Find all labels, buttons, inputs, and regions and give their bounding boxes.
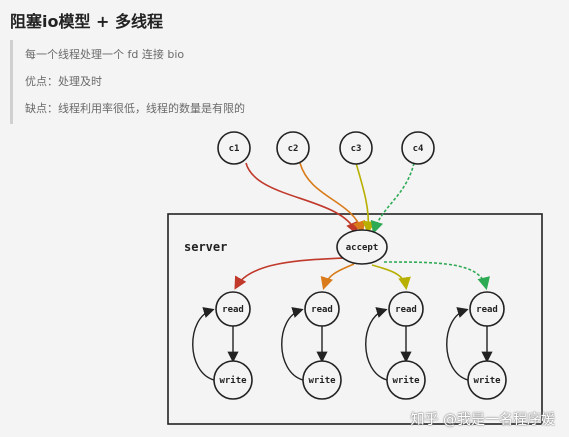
- edge-accept-read-4: [383, 261, 490, 291]
- edge-c2-accept: [299, 162, 366, 235]
- edge-accept-read-2: [320, 263, 355, 291]
- svg-text:write: write: [473, 375, 501, 386]
- client-node-c1: c1: [217, 131, 251, 165]
- edge-c1-accept: [245, 162, 358, 235]
- svg-text:read: read: [395, 305, 417, 315]
- read-node-1: read: [215, 291, 251, 327]
- read-node-2: read: [304, 291, 340, 327]
- svg-text:c2: c2: [288, 144, 299, 154]
- worker-1: [192, 307, 239, 381]
- write-node-2: write: [302, 360, 342, 400]
- svg-text:write: write: [392, 375, 420, 386]
- read-node-4: read: [469, 291, 505, 327]
- client-node-c2: c2: [276, 131, 310, 165]
- write-node-1: write: [213, 360, 253, 400]
- edge-accept-read-3: [371, 264, 411, 291]
- worker-3: [365, 307, 412, 381]
- zhihu-watermark: 知乎 @我是一名程序媛: [410, 412, 555, 428]
- client-node-c4: c4: [401, 131, 435, 165]
- worker-4: [446, 307, 493, 381]
- worker-2: [281, 307, 328, 381]
- svg-text:read: read: [476, 305, 498, 315]
- svg-text:read: read: [222, 305, 244, 315]
- write-node-3: write: [386, 360, 426, 400]
- note-line-3: 缺点：线程利用率很低，线程的数量是有限的: [25, 102, 245, 115]
- svg-text:c3: c3: [351, 144, 362, 154]
- edge-accept-read-1: [234, 257, 345, 290]
- edge-c4-accept: [370, 162, 415, 235]
- write-node-4: write: [467, 360, 507, 400]
- notes-blockquote: 每一个线程处理一个 fd 连接 bio 优点：处理及时 缺点：线程利用率很低，线…: [10, 40, 553, 124]
- svg-text:c1: c1: [229, 144, 240, 154]
- page-title: 阻塞io模型 + 多线程: [10, 12, 164, 31]
- note-line-2: 优点：处理及时: [25, 75, 102, 88]
- read-node-3: read: [388, 291, 424, 327]
- server-box: [167, 213, 543, 425]
- svg-text:read: read: [311, 305, 333, 315]
- svg-text:c4: c4: [413, 144, 424, 154]
- svg-text:write: write: [219, 375, 247, 386]
- note-line-1: 每一个线程处理一个 fd 连接 bio: [25, 48, 185, 61]
- server-label: server: [184, 240, 227, 254]
- client-node-c3: c3: [339, 131, 373, 165]
- accept-node: accept: [336, 229, 388, 265]
- svg-text:accept: accept: [346, 243, 379, 253]
- edge-c3-accept: [355, 162, 376, 235]
- svg-text:write: write: [308, 375, 336, 386]
